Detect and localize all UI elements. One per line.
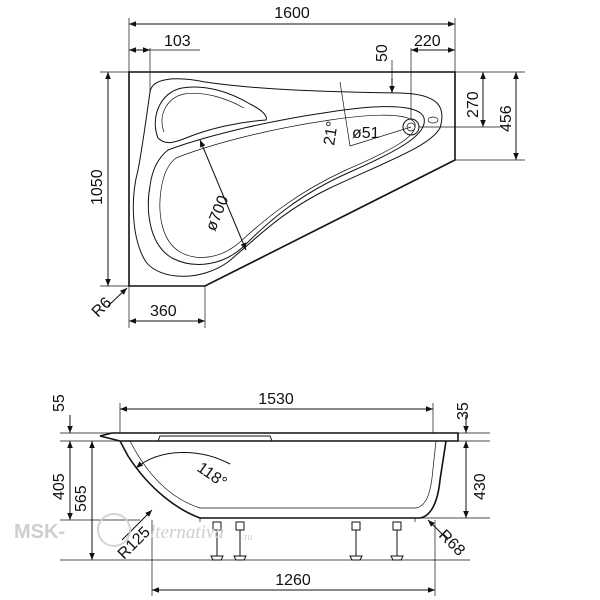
- drain-circle-inner: [406, 122, 416, 132]
- tub-body-side: [119, 440, 447, 519]
- angle-leader: [339, 81, 351, 147]
- dim-line-700: [199, 139, 247, 251]
- leg: [235, 521, 245, 531]
- dim-1600: 1600: [274, 5, 310, 22]
- dim-55: 55: [51, 394, 68, 412]
- overflow: [427, 116, 439, 124]
- dim-50: 50: [374, 44, 391, 62]
- watermark-script: lternativa: [150, 522, 224, 543]
- dim-1260: 1260: [275, 572, 311, 589]
- radius-r6: R6: [89, 294, 116, 321]
- watermark-suffix: .ru: [242, 532, 253, 542]
- tub-outline-top: [128, 71, 456, 287]
- watermark-logo-icon: [97, 513, 131, 547]
- basin-outer: [147, 106, 425, 265]
- drain-leader: [349, 126, 412, 147]
- r68-leader: [427, 519, 449, 541]
- leg-foot: [233, 555, 247, 561]
- dim-700: ø700: [203, 193, 232, 233]
- dim-1050: 1050: [89, 169, 106, 205]
- leg-foot: [349, 555, 363, 561]
- side-view: 118° 1530 55 405 565 35 430 R125 R68: [51, 391, 490, 596]
- dim-1530: 1530: [258, 391, 294, 408]
- dim-360: 360: [150, 303, 177, 320]
- angle-arc: [135, 451, 231, 469]
- dim-270: 270: [465, 91, 482, 118]
- angle-21: 21°: [321, 120, 342, 147]
- radius-r125: R125: [115, 524, 154, 563]
- leg-foot: [210, 555, 224, 561]
- dim-220: 220: [414, 33, 441, 50]
- basin-inner: [159, 114, 416, 258]
- tub-rim-side: [99, 432, 459, 442]
- r6-leader: [107, 287, 128, 307]
- top-view: 1600 103 50 220 270 456 1050 21° ø51: [89, 5, 525, 328]
- dim-103: 103: [164, 33, 191, 50]
- watermark-brand: MSK-: [14, 521, 65, 543]
- dim-405: 405: [51, 473, 68, 500]
- legs: [210, 521, 404, 561]
- dim-565: 565: [73, 485, 90, 512]
- angle-118: 118°: [194, 459, 230, 491]
- headrest-lobe-inner: [161, 92, 245, 133]
- drain-diameter: ø51: [352, 125, 380, 142]
- headrest-lobe: [154, 86, 267, 144]
- tub-inner-rim: [132, 78, 443, 277]
- headrest-bump: [157, 435, 273, 442]
- dim-430: 430: [472, 473, 489, 500]
- leg: [392, 521, 402, 531]
- watermark: MSK- lternativa .ru: [14, 513, 253, 547]
- dim-456: 456: [498, 105, 515, 132]
- tub-body-inner: [129, 440, 437, 509]
- leg-foot: [390, 555, 404, 561]
- leg: [351, 521, 361, 531]
- dim-35: 35: [455, 402, 472, 420]
- r125-leader: [121, 509, 153, 541]
